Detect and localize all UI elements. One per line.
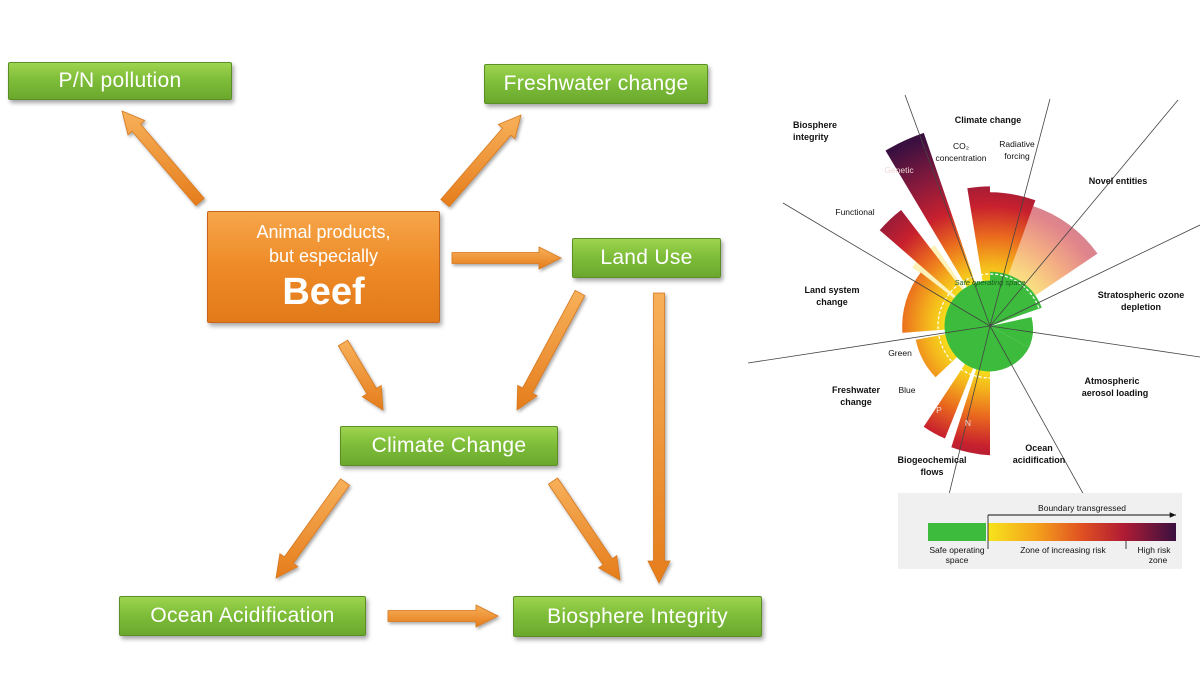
wheel-legend: Boundary transgressed Safe operating spa… (898, 493, 1182, 569)
label-aerosol-2: aerosol loading (1082, 388, 1149, 398)
box-pn-pollution-label: P/N pollution (58, 69, 182, 92)
arrow-beef-to-freshwater-change (440, 114, 522, 208)
label-co2-1: CO₂ (953, 141, 969, 151)
label-p: P (936, 405, 942, 415)
safe-wedge-d (944, 326, 990, 372)
legend-safe-line-1: Safe operating (929, 545, 985, 555)
legend-zone-increasing-risk: Zone of increasing risk (1020, 545, 1106, 555)
box-animal-products-beef: Animal products, but especially Beef (207, 211, 440, 323)
arrow-climate-to-biosphere (547, 477, 621, 581)
label-biogeo-2: flows (920, 467, 943, 477)
center-box-beef: Beef (282, 271, 365, 313)
safe-wedge-e (944, 280, 990, 326)
box-biosphere-integrity: Biosphere Integrity (513, 596, 762, 637)
label-green: Green (888, 348, 912, 358)
center-box-line-1: Animal products, (256, 222, 391, 242)
label-freshwater-2: change (840, 397, 872, 407)
arrow-ocean-to-biosphere (387, 604, 499, 628)
legend-safe-line-2: space (946, 555, 969, 565)
label-ocean-1: Ocean (1025, 443, 1053, 453)
center-box-line-2: but especially (268, 246, 379, 266)
arrow-climate-to-ocean (275, 478, 351, 579)
label-ozone-1: Stratospheric ozone (1098, 290, 1185, 300)
wedge-genetic (885, 132, 990, 326)
label-ozone-2: depletion (1121, 302, 1161, 312)
box-biosphere-integrity-label: Biosphere Integrity (547, 604, 728, 628)
wheel-labels: Climate change CO₂ concentration Radiati… (793, 115, 1184, 477)
label-functional: Functional (835, 207, 874, 217)
box-land-use: Land Use (572, 238, 721, 278)
label-genetic: Genetic (884, 165, 914, 175)
label-land-system-1: Land system (804, 285, 859, 295)
box-ocean-acidification-label: Ocean Acidification (150, 604, 335, 627)
planetary-boundaries-wheel: Climate change CO₂ concentration Radiati… (748, 95, 1200, 515)
safe-wedge-a (990, 271, 1042, 326)
label-ocean-2: acidification (1013, 455, 1066, 465)
label-novel-entities: Novel entities (1089, 176, 1148, 186)
label-biosphere-1: Biosphere (793, 120, 837, 130)
legend-risk-swatch (988, 523, 1176, 541)
safe-operating-space (937, 271, 1043, 379)
label-biogeo-1: Biogeochemical (897, 455, 966, 465)
arrow-land-use-to-biosphere (647, 292, 671, 584)
box-land-use-label: Land Use (600, 246, 693, 269)
arrow-beef-to-land-use (451, 246, 562, 270)
legend-safe-swatch (928, 523, 986, 541)
arrow-land-use-to-climate-change (516, 289, 586, 411)
box-freshwater-change: Freshwater change (484, 64, 708, 104)
legend-boundary-transgressed: Boundary transgressed (1038, 503, 1126, 513)
legend-high-risk-line-1: High risk (1137, 545, 1171, 555)
label-freshwater-1: Freshwater (832, 385, 881, 395)
label-biosphere-2: integrity (793, 132, 829, 142)
label-co2-2: concentration (935, 153, 986, 163)
box-climate-change: Climate Change (340, 426, 558, 466)
safe-wedge-c (990, 326, 1029, 372)
arrow-beef-to-pn-pollution (121, 110, 205, 207)
box-pn-pollution: P/N pollution (8, 62, 232, 100)
boundary-ring (937, 273, 1043, 379)
label-safe-operating-space: Safe operating space (955, 278, 1026, 287)
legend-high-risk-line-2: zone (1149, 555, 1168, 565)
arrow-beef-to-climate-change (337, 339, 384, 411)
sector-dividers (748, 95, 1200, 515)
label-n: N (965, 418, 971, 428)
box-ocean-acidification: Ocean Acidification (119, 596, 366, 636)
safe-wedge-b (990, 317, 1034, 348)
label-radiative-2: forcing (1004, 151, 1030, 161)
label-radiative-1: Radiative (999, 139, 1035, 149)
label-blue: Blue (898, 385, 915, 395)
label-land-system-2: change (816, 297, 848, 307)
label-aerosol-1: Atmospheric (1084, 376, 1139, 386)
label-climate-change: Climate change (955, 115, 1022, 125)
box-climate-change-label: Climate Change (371, 434, 527, 457)
box-freshwater-change-label: Freshwater change (503, 72, 689, 95)
